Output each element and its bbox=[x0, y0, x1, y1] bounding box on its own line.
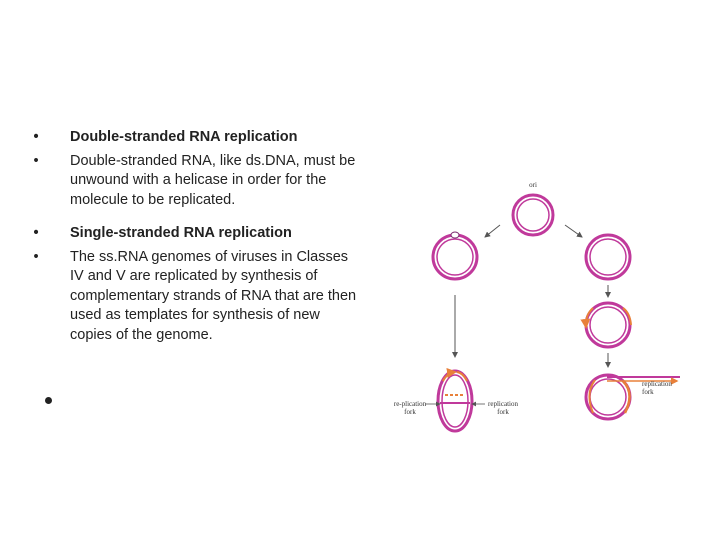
right-plasmid-circle-2 bbox=[580, 301, 632, 349]
bullet-text: Double-stranded RNA, like ds.DNA, must b… bbox=[70, 152, 356, 208]
bullet-marker: • bbox=[33, 248, 39, 265]
replication-diagram: ori re-plication fork replication fork bbox=[394, 181, 680, 433]
top-plasmid-circle bbox=[511, 193, 555, 237]
bullet-marker: • bbox=[33, 152, 39, 169]
bullet-marker: • bbox=[33, 129, 39, 145]
arrow-to-right bbox=[564, 224, 583, 238]
ori-label: ori bbox=[529, 181, 537, 189]
bullet-ds-rna-body: • Double-stranded RNA, like ds.DNA, must… bbox=[30, 152, 360, 211]
left-theta-structure bbox=[436, 368, 474, 433]
left-fork-label-2: fork bbox=[404, 408, 416, 416]
bullet-text: Single-stranded RNA replication bbox=[70, 225, 292, 241]
right-plasmid-circle-1 bbox=[584, 233, 632, 281]
empty-bullet-dot bbox=[45, 397, 52, 404]
right-plasmid-circle-3 bbox=[584, 373, 632, 421]
mid-fork-label-2: fork bbox=[497, 408, 509, 416]
bullet-ss-rna-heading: • Single-stranded RNA replication bbox=[30, 224, 360, 244]
left-plasmid-circle bbox=[431, 231, 479, 281]
bullet-marker: • bbox=[33, 225, 39, 241]
mid-fork-label-1: replication bbox=[488, 400, 518, 408]
bullet-text: Double-stranded RNA replication bbox=[70, 129, 298, 145]
bullet-ss-rna-body: • The ss.RNA genomes of viruses in Class… bbox=[30, 248, 360, 346]
bullet-text: The ss.RNA genomes of viruses in Classes… bbox=[70, 248, 357, 343]
bullet-ds-rna-heading: • Double-stranded RNA replication bbox=[30, 128, 360, 148]
bullet-list: • Double-stranded RNA replication • Doub… bbox=[30, 128, 360, 345]
right-fork-label-2: fork bbox=[642, 388, 654, 396]
right-fork-label-1: replication bbox=[642, 380, 672, 388]
arrow-to-left bbox=[484, 224, 501, 238]
left-fork-label-1: re-plication bbox=[394, 400, 427, 408]
